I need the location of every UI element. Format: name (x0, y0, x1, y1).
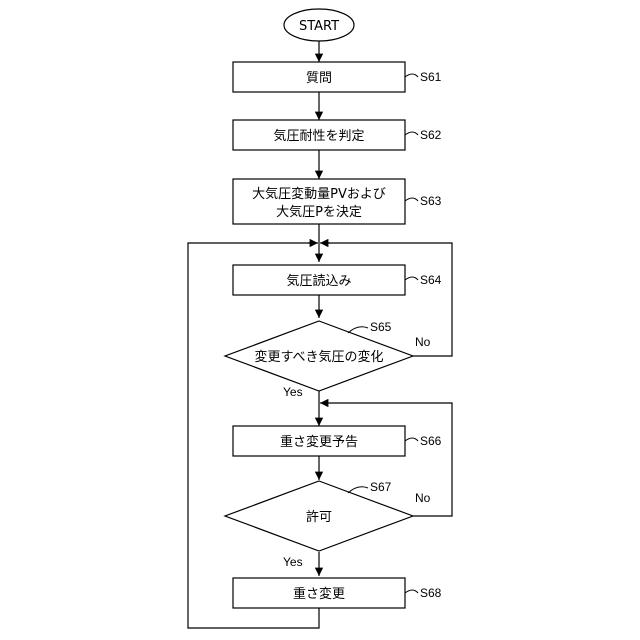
step-label-s65: S65 (370, 320, 392, 334)
step-label-s68: S68 (420, 586, 442, 600)
node-label-s63-line2: 大気圧Pを決定 (276, 204, 362, 220)
step-label-s64: S64 (420, 273, 442, 287)
step-label-s67: S67 (370, 480, 392, 494)
node-s65: 変更すべき気圧の変化 S65 No Yes (225, 320, 431, 399)
leader-s68 (405, 590, 418, 593)
leader-s65 (348, 327, 368, 333)
step-label-s66: S66 (420, 434, 442, 448)
node-label-s61: 質問 (306, 71, 332, 86)
leader-s63 (405, 198, 418, 201)
step-label-s63: S63 (420, 194, 442, 208)
node-label-s67: 許可 (306, 510, 332, 525)
step-label-s62: S62 (420, 128, 442, 142)
node-label-s64: 気圧読込み (286, 273, 351, 289)
branch-yes-s65: Yes (283, 385, 303, 399)
node-label-s62: 気圧耐性を判定 (273, 128, 364, 144)
leader-s61 (405, 74, 418, 77)
node-label-s68: 重さ変更 (293, 586, 345, 602)
node-s61: 質問 S61 (233, 62, 442, 92)
node-s68: 重さ変更 S68 (233, 578, 442, 608)
node-s67: 許可 S67 No Yes (225, 480, 431, 569)
start-label: START (299, 19, 339, 34)
step-label-s61: S61 (420, 70, 442, 84)
node-s64: 気圧読込み S64 (233, 265, 442, 295)
leader-s66 (405, 438, 418, 441)
branch-no-s67: No (415, 491, 431, 505)
branch-yes-s67: Yes (283, 555, 303, 569)
node-s66: 重さ変更予告 S66 (233, 426, 442, 456)
leader-s62 (405, 132, 418, 135)
node-label-s63-line1: 大気圧変動量PVおよび (252, 186, 386, 202)
leader-s64 (405, 277, 418, 280)
start-terminal: START (284, 9, 354, 41)
branch-no-s65: No (415, 335, 431, 349)
node-label-s65: 変更すべき気圧の変化 (254, 349, 383, 365)
node-s62: 気圧耐性を判定 S62 (233, 120, 442, 150)
node-s63: 大気圧変動量PVおよび 大気圧Pを決定 S63 (233, 179, 442, 224)
leader-s67 (348, 487, 368, 493)
node-label-s66: 重さ変更予告 (280, 434, 358, 450)
